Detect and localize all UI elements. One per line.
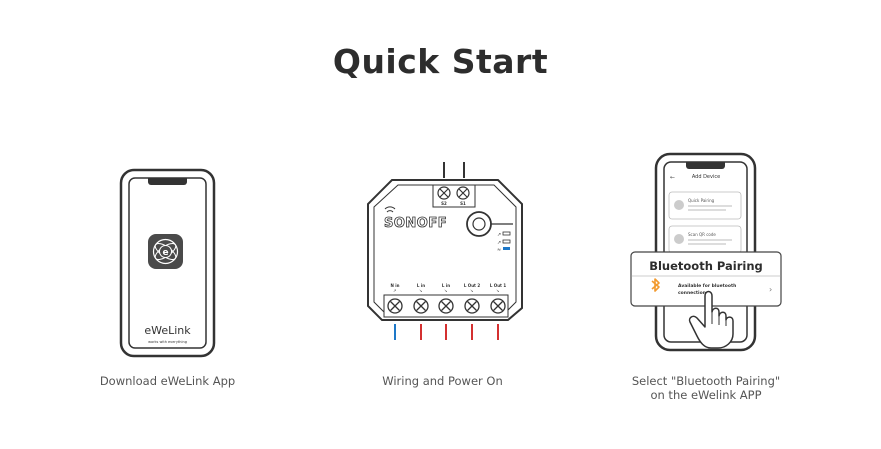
svg-text:e: e: [162, 248, 168, 258]
step-caption-bluetooth-line1: Select "Bluetooth Pairing": [631, 374, 781, 388]
screen-header: Add Device: [692, 174, 720, 180]
popup-subtitle-line2: connection: [678, 290, 706, 296]
option-quick-pairing-title: Quick Pairing: [688, 198, 715, 203]
terminal-label-n-in: N in: [391, 283, 400, 288]
back-arrow-icon: ←: [670, 174, 675, 181]
wifi-icon: [384, 206, 396, 213]
terminal-label-s2: S2: [441, 201, 447, 206]
terminal-label-s1: S1: [460, 201, 466, 206]
svg-text:↘: ↘: [496, 288, 499, 293]
bluetooth-icon: [651, 278, 660, 292]
terminal-screw-bottom: [464, 298, 480, 314]
hand-pointer-icon: [688, 290, 734, 349]
option-scan-qr-title: Scan QR code: [688, 232, 716, 237]
step-caption-bluetooth-line2: on the eWelink APP: [650, 388, 762, 402]
terminal-screw-bottom: [387, 298, 403, 314]
svg-text:↘: ↘: [419, 288, 422, 293]
led-indicator-icon: ↗ ↗ ≈: [497, 231, 511, 253]
terminal-screw-bottom: [438, 298, 454, 314]
page-title: Quick Start: [332, 42, 549, 81]
svg-text:↗: ↗: [497, 232, 501, 238]
ewelink-logo-icon: e: [148, 234, 183, 269]
terminal-label-l-out-2: L Out 2: [464, 283, 480, 288]
app-name: eWeLink: [144, 324, 191, 337]
terminal-label-l-in-2: L in: [442, 283, 450, 288]
svg-text:↗: ↗: [393, 288, 396, 293]
step-caption-download: Download eWeLink App: [99, 374, 236, 388]
step-caption-wiring: Wiring and Power On: [382, 374, 503, 388]
pairing-button-icon: [466, 211, 513, 237]
terminal-screw-s2: [437, 186, 451, 200]
terminal-screw-s1: [456, 186, 470, 200]
brand-logo: SONOFF: [384, 216, 447, 231]
svg-text:↘: ↘: [470, 288, 473, 293]
terminal-screw-bottom: [413, 298, 429, 314]
chevron-right-icon: ›: [769, 285, 772, 294]
popup-title: Bluetooth Pairing: [649, 259, 763, 273]
popup-subtitle-line1: Available for bluetooth: [678, 283, 736, 289]
svg-text:↗: ↗: [497, 240, 501, 246]
svg-text:↘: ↘: [444, 288, 447, 293]
svg-text:≈: ≈: [497, 247, 501, 253]
terminal-screw-bottom: [490, 298, 506, 314]
app-tagline: works with everything: [148, 340, 187, 344]
terminal-label-l-in-1: L in: [417, 283, 425, 288]
terminal-label-l-out-1: L Out 1: [490, 283, 506, 288]
